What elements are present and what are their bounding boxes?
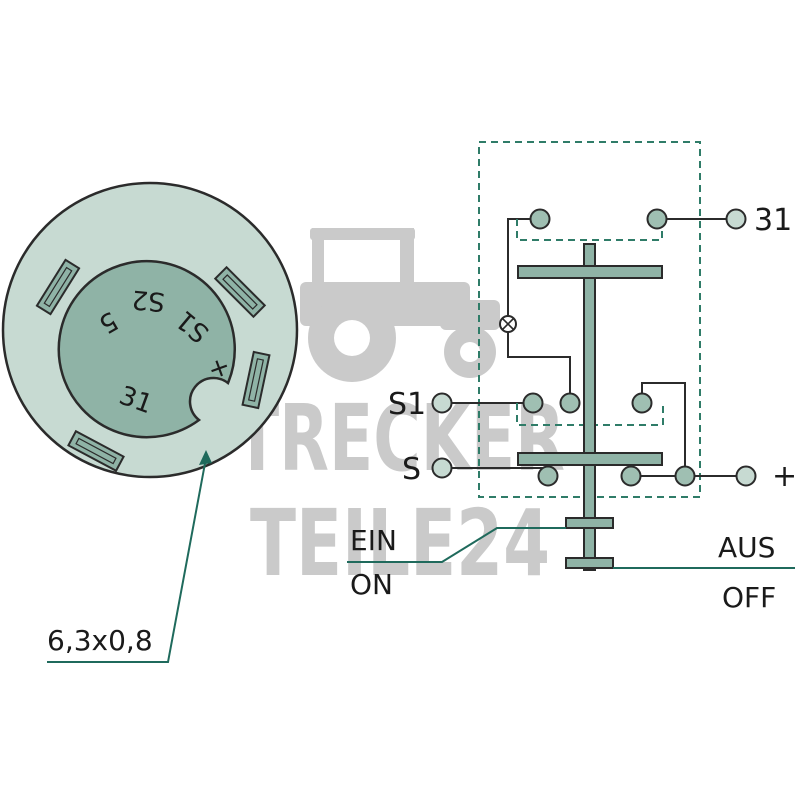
terminal-blade (35, 258, 81, 316)
watermark-line2: TEILE24 (250, 490, 550, 597)
tractor-wheel-hub (334, 320, 370, 356)
contact (674, 465, 696, 487)
face-label-s2: S2 (131, 284, 167, 317)
contact (620, 465, 642, 487)
ein-leader (347, 527, 566, 563)
tractor-front-hub (460, 342, 480, 362)
terminal-s (431, 457, 453, 479)
terminal-blade (241, 350, 271, 410)
label-off: OFF (722, 581, 776, 614)
contact (537, 465, 559, 487)
push-button-cap (565, 517, 614, 529)
tab-size-leader (47, 450, 212, 663)
contact (646, 208, 668, 230)
plunger (517, 243, 663, 571)
terminal-blade (67, 429, 125, 473)
label-31: 31 (754, 203, 792, 238)
contact (529, 208, 551, 230)
contacts (522, 208, 696, 487)
plunger-shaft (583, 243, 596, 571)
terminal-s1 (431, 392, 453, 414)
watermark: TRECKER TEILE24 (235, 228, 565, 597)
contact (631, 392, 653, 414)
plunger-base (565, 557, 614, 569)
terminal-blade (213, 265, 267, 319)
label-ein: EIN (350, 524, 397, 557)
tab-size-label: 6,3x0,8 (47, 624, 153, 657)
external-terminals (431, 208, 757, 487)
contact-bar-upper (517, 265, 663, 279)
connector-face: 5 S2 S1 + 31 (1, 181, 299, 479)
contact (522, 392, 544, 414)
contact-bar-lower (517, 452, 663, 466)
label-s1: S1 (388, 387, 426, 422)
inner-face (57, 259, 236, 439)
label-aus: AUS (718, 531, 775, 564)
label-on: ON (350, 568, 393, 601)
label-s: S (402, 452, 421, 487)
switch-schematic: 31 S1 S + EIN ON AUS OFF (347, 141, 797, 614)
lamp-icon (499, 315, 517, 333)
label-plus: + (772, 459, 797, 494)
terminal-31 (725, 208, 747, 230)
terminal-plus (735, 465, 757, 487)
contact (559, 392, 581, 414)
